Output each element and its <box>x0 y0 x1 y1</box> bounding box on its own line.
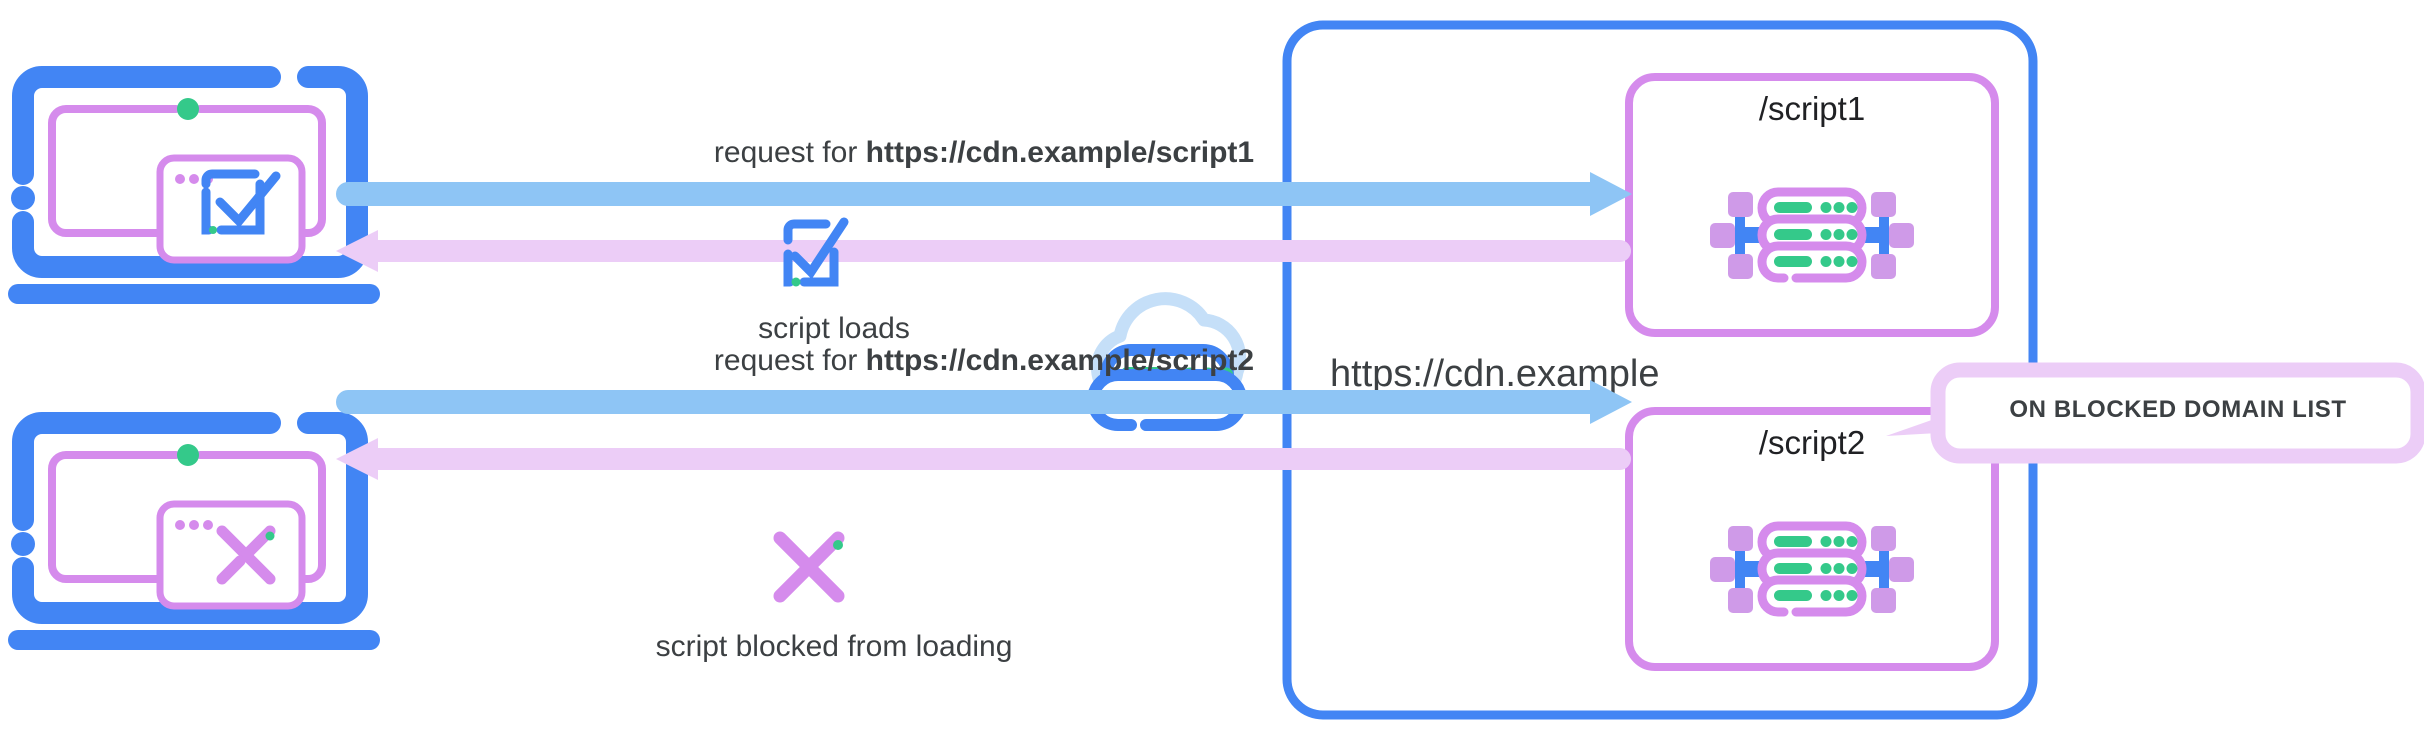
checkmark-box-icon <box>783 217 849 287</box>
arrow-right-blue-script1 <box>336 172 1632 216</box>
request-label-script2: request for https://cdn.example/script2 <box>334 346 1634 376</box>
arrow-left-purple-script2 <box>336 438 1631 480</box>
result-caption-script1: script loads <box>758 312 910 345</box>
arrow-left-purple-script1 <box>336 230 1631 272</box>
cdn-domain-label: https://cdn.example <box>1330 353 1660 395</box>
request-label-script1: request for https://cdn.example/script1 <box>334 138 1634 168</box>
server-rack-icon-script1 <box>1710 187 1914 283</box>
blocked-domain-callout <box>1886 362 2424 464</box>
server-rack-icon-script2 <box>1710 521 1914 617</box>
request-url-2: https://cdn.example/script2 <box>865 344 1255 377</box>
result-caption-script2: script blocked from loading <box>655 630 1013 663</box>
laptop-checkmark-icon <box>8 66 380 304</box>
request-prefix-1: request for <box>713 136 866 169</box>
request-prefix-2: request for <box>713 344 866 377</box>
arrow-right-blue-script2-main <box>336 380 1632 424</box>
resource-label-script1: /script1 <box>1758 90 1866 127</box>
resource-label-script2: /script2 <box>1758 424 1866 461</box>
laptop-cross-icon <box>8 412 380 650</box>
blocked-domain-callout-label: ON BLOCKED DOMAIN LIST <box>2009 396 2347 423</box>
request-url-1: https://cdn.example/script1 <box>865 136 1255 169</box>
cross-icon <box>773 531 845 603</box>
